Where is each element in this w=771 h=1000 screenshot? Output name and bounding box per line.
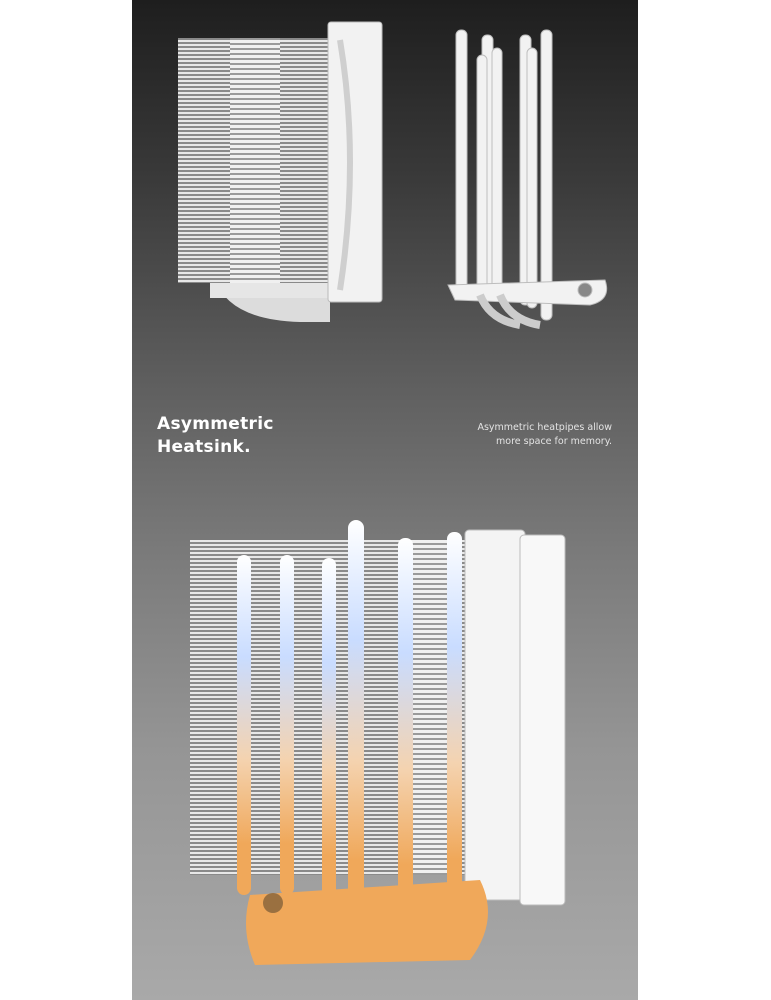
headline-line-1: Asymmetric bbox=[157, 414, 274, 434]
heatpipes-image bbox=[447, 29, 608, 329]
description: Asymmetric heatpipes allow more space fo… bbox=[477, 421, 612, 449]
side-view-cooler-image bbox=[178, 21, 383, 322]
description-line-2: more space for memory. bbox=[496, 436, 612, 447]
headline-line-2: Heatsink. bbox=[157, 437, 251, 457]
hero-cooler-image bbox=[190, 520, 566, 965]
description-line-1: Asymmetric heatpipes allow bbox=[477, 422, 612, 433]
headline: Asymmetric Heatsink. bbox=[157, 413, 274, 459]
